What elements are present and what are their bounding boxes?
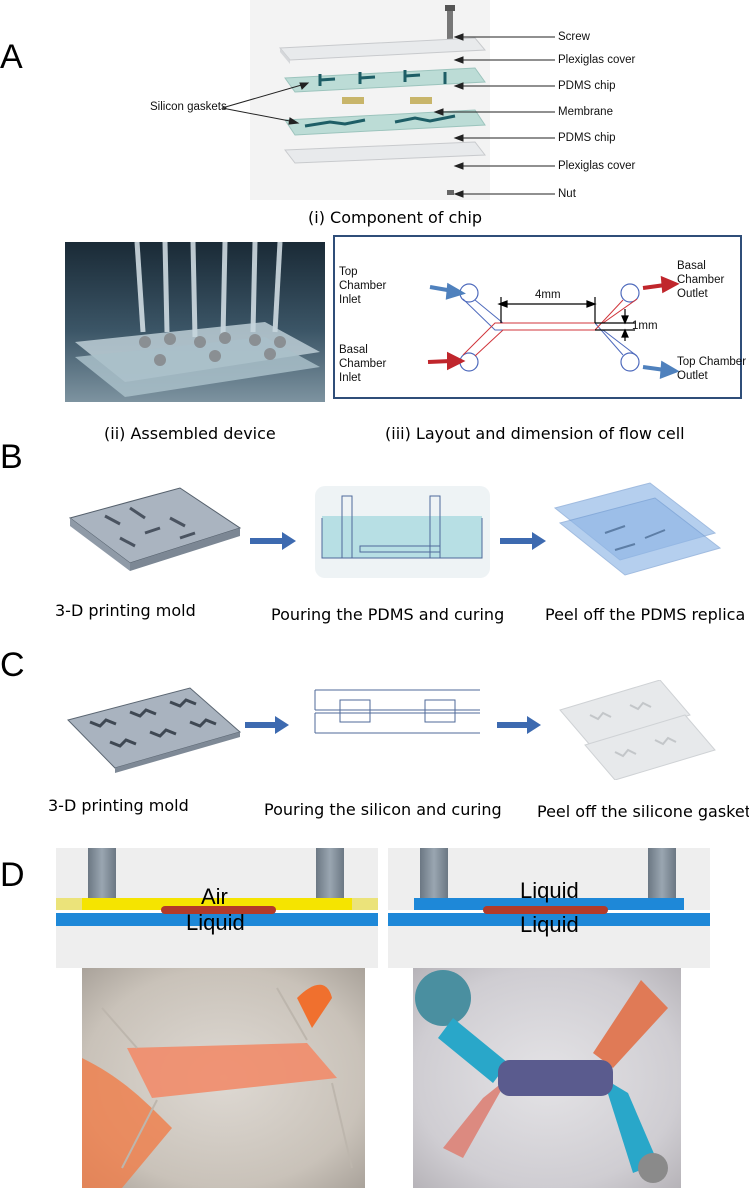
caption-b-mold: 3-D printing mold xyxy=(55,601,196,620)
label-liquid-bottom: Liquid xyxy=(520,912,579,937)
exploded-chip-diagram xyxy=(250,0,490,200)
caption-component-of-chip: (i) Component of chip xyxy=(308,208,483,227)
air-liquid-photo xyxy=(82,968,365,1188)
panel-c-process-diagram xyxy=(67,680,716,780)
panel-letter-d: D xyxy=(0,856,25,894)
label-liquid-left: Liquid xyxy=(186,910,245,935)
label-basal-chamber-inlet: Basal Chamber Inlet xyxy=(339,344,387,384)
nut-shape xyxy=(447,190,454,195)
membrane-left xyxy=(342,97,364,104)
liquid-liquid-photo xyxy=(413,968,681,1188)
pdms-chip-bottom xyxy=(284,109,486,136)
bottom-liquid-layer xyxy=(388,913,710,926)
caption-c-peel: Peel off the silicone gasket xyxy=(537,802,749,821)
panel-letter-a: A xyxy=(0,38,23,76)
caption-c-pouring: Pouring the silicon and curing xyxy=(264,800,502,819)
label-pdms-chip-top: PDMS chip xyxy=(558,80,616,92)
flow-cell-layout-box: Top Chamber Inlet Basal Chamber Inlet Ba… xyxy=(333,235,746,399)
label-dimension-1mm: 1mm xyxy=(632,320,658,332)
caption-b-pouring: Pouring the PDMS and curing xyxy=(271,605,505,624)
caption-assembled-device: (ii) Assembled device xyxy=(104,424,276,443)
label-liquid-top: Liquid xyxy=(520,878,579,903)
cell-layer xyxy=(483,906,608,914)
panel-letter-b: B xyxy=(0,438,23,476)
label-screw: Screw xyxy=(558,31,590,43)
label-basal-chamber-outlet: Basal Chamber Outlet xyxy=(677,260,725,300)
label-top-chamber-inlet: Top Chamber Inlet xyxy=(339,266,387,306)
label-silicon-gaskets: Silicon gaskets xyxy=(150,101,227,113)
plexiglas-cover-top xyxy=(278,37,487,61)
pdms-chip-top xyxy=(284,67,486,93)
label-air: Air xyxy=(201,884,228,909)
caption-c-mold: 3-D printing mold xyxy=(48,796,189,815)
schematic-air-liquid: Air Liquid xyxy=(56,848,378,968)
top-liquid-layer xyxy=(414,898,684,910)
assembled-device-photo xyxy=(65,242,325,402)
plexiglas-cover-bottom xyxy=(284,141,486,164)
caption-layout-dimension: (iii) Layout and dimension of flow cell xyxy=(385,424,685,443)
label-dimension-4mm: 4mm xyxy=(535,289,561,301)
label-nut: Nut xyxy=(558,188,576,200)
air-layer xyxy=(82,898,352,910)
panel-letter-c: C xyxy=(0,646,25,684)
cell-layer xyxy=(161,906,276,914)
exploded-leader-lines xyxy=(221,33,555,198)
membrane-right xyxy=(410,97,432,104)
label-membrane: Membrane xyxy=(558,106,613,118)
panel-b-process-diagram xyxy=(68,482,722,578)
schematic-liquid-liquid: Liquid Liquid xyxy=(388,848,710,968)
label-plexiglas-cover-top: Plexiglas cover xyxy=(558,54,636,66)
caption-b-peel: Peel off the PDMS replica xyxy=(545,605,746,624)
label-top-chamber-outlet: Top Chamber Outlet xyxy=(677,356,747,382)
label-pdms-chip-bottom: PDMS chip xyxy=(558,132,616,144)
label-plexiglas-cover-bottom: Plexiglas cover xyxy=(558,160,636,172)
liquid-layer xyxy=(56,913,378,926)
screw-shape xyxy=(447,8,453,42)
